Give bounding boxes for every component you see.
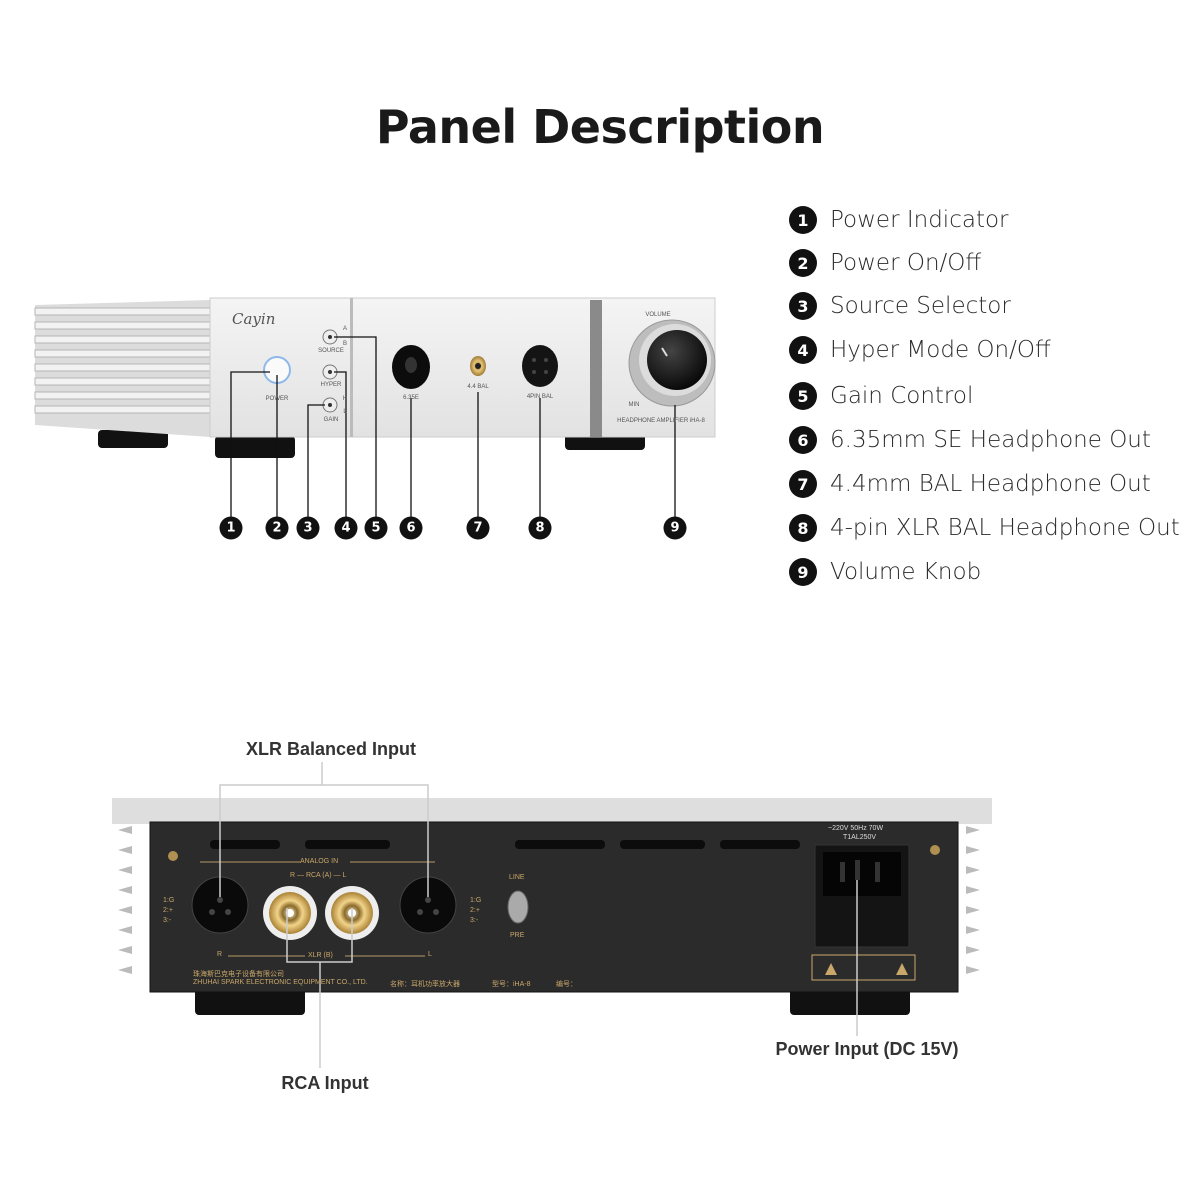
- number-badge: 3: [789, 292, 817, 320]
- analog-in-label: ANALOG IN: [300, 858, 339, 865]
- legend-item: 8 4-pin XLR BAL Headphone Out: [789, 513, 1180, 543]
- pre-label: PRE: [510, 932, 525, 939]
- power-input-callout: Power Input (DC 15V): [775, 1039, 959, 1059]
- legend-label: 6.35mm SE Headphone Out: [830, 427, 1151, 453]
- xlr-input-callout: XLR Balanced Input: [245, 739, 417, 759]
- xlr4-jack-label: 4PIN BAL: [526, 394, 554, 400]
- callout-number: 1: [219, 516, 243, 540]
- number-badge: 4: [789, 336, 817, 364]
- legend-label: Gain Control: [830, 383, 974, 409]
- bal44-jack-label: 4.4 BAL: [467, 384, 489, 390]
- legend-item: 6 6.35mm SE Headphone Out: [789, 425, 1151, 455]
- callout-number: 6: [399, 516, 423, 540]
- number-badge: 1: [789, 206, 817, 234]
- number-badge: 2: [789, 249, 817, 277]
- callout-number: 3: [296, 516, 320, 540]
- legend-item: 1 Power Indicator: [789, 205, 1009, 235]
- legend-label: Source Selector: [830, 293, 1011, 319]
- legend-item: 9 Volume Knob: [789, 557, 981, 587]
- rca-label: R — RCA (A) — L: [290, 872, 347, 879]
- volume-label: VOLUME: [645, 312, 671, 318]
- callout-number: 5: [364, 516, 388, 540]
- hyper-label: HYPER: [320, 382, 342, 388]
- callout-number: 7: [466, 516, 490, 540]
- gain-label: GAIN: [323, 417, 339, 423]
- xlr-label: XLR (B): [308, 952, 333, 959]
- legend-item: 5 Gain Control: [789, 381, 973, 411]
- min-label: MIN: [628, 402, 640, 408]
- source-b-label: B: [342, 341, 348, 347]
- power-label: POWER: [265, 396, 289, 402]
- fuse-label: T1AL250V: [843, 834, 877, 841]
- callout-number: 4: [334, 516, 358, 540]
- legend-label: Hyper Mode On/Off: [830, 337, 1051, 363]
- legend-item: 4 Hyper Mode On/Off: [789, 335, 1051, 365]
- se-jack-label: 6.35E: [403, 395, 419, 401]
- legend-label: Power On/Off: [830, 250, 982, 276]
- rca-input-callout: RCA Input: [281, 1073, 369, 1093]
- number-badge: 9: [789, 558, 817, 586]
- callout-number: 9: [663, 516, 687, 540]
- serial-label: 编号：: [556, 981, 577, 988]
- number-badge: 6: [789, 426, 817, 454]
- legend-label: Power Indicator: [830, 207, 1009, 233]
- power-spec-label: ~220V 50Hz 70W: [828, 825, 884, 832]
- number-badge: 8: [789, 514, 817, 542]
- callout-number: 8: [528, 516, 552, 540]
- right-channel-label: R: [217, 951, 223, 958]
- model-number-label: 型号：iHA-8: [492, 981, 531, 988]
- brand-logo: Cayin: [232, 310, 276, 328]
- number-badge: 5: [789, 382, 817, 410]
- line-label: LINE: [509, 874, 525, 881]
- source-a-label: A: [342, 326, 348, 332]
- number-badge: 7: [789, 470, 817, 498]
- legend-item: 7 4.4mm BAL Headphone Out: [789, 469, 1151, 499]
- product-name-label: 名称：耳机功率放大器: [390, 981, 460, 988]
- xlr-pinout-label: 1:G 2:+ 3:-: [470, 897, 482, 924]
- callout-number: 2: [265, 516, 289, 540]
- left-channel-label: L: [428, 951, 432, 958]
- gain-h-label: H: [342, 396, 348, 402]
- legend-item: 3 Source Selector: [789, 291, 1011, 321]
- legend-label: 4-pin XLR BAL Headphone Out: [830, 515, 1180, 541]
- maker-en-label: ZHUHAI SPARK ELECTRONIC EQUIPMENT CO., L…: [193, 979, 368, 986]
- legend-label: 4.4mm BAL Headphone Out: [830, 471, 1151, 497]
- legend-label: Volume Knob: [830, 559, 982, 585]
- maker-cn-label: 珠海斯巴克电子设备有限公司: [193, 971, 284, 978]
- legend-item: 2 Power On/Off: [789, 248, 981, 278]
- model-label: HEADPHONE AMPLIFIER iHA-8: [617, 418, 705, 424]
- page-title: Panel Description: [375, 100, 825, 154]
- xlr-pinout-label: 1:G 2:+ 3:-: [163, 897, 175, 924]
- gain-l-label: L: [343, 409, 347, 415]
- source-label: SOURCE: [318, 348, 344, 354]
